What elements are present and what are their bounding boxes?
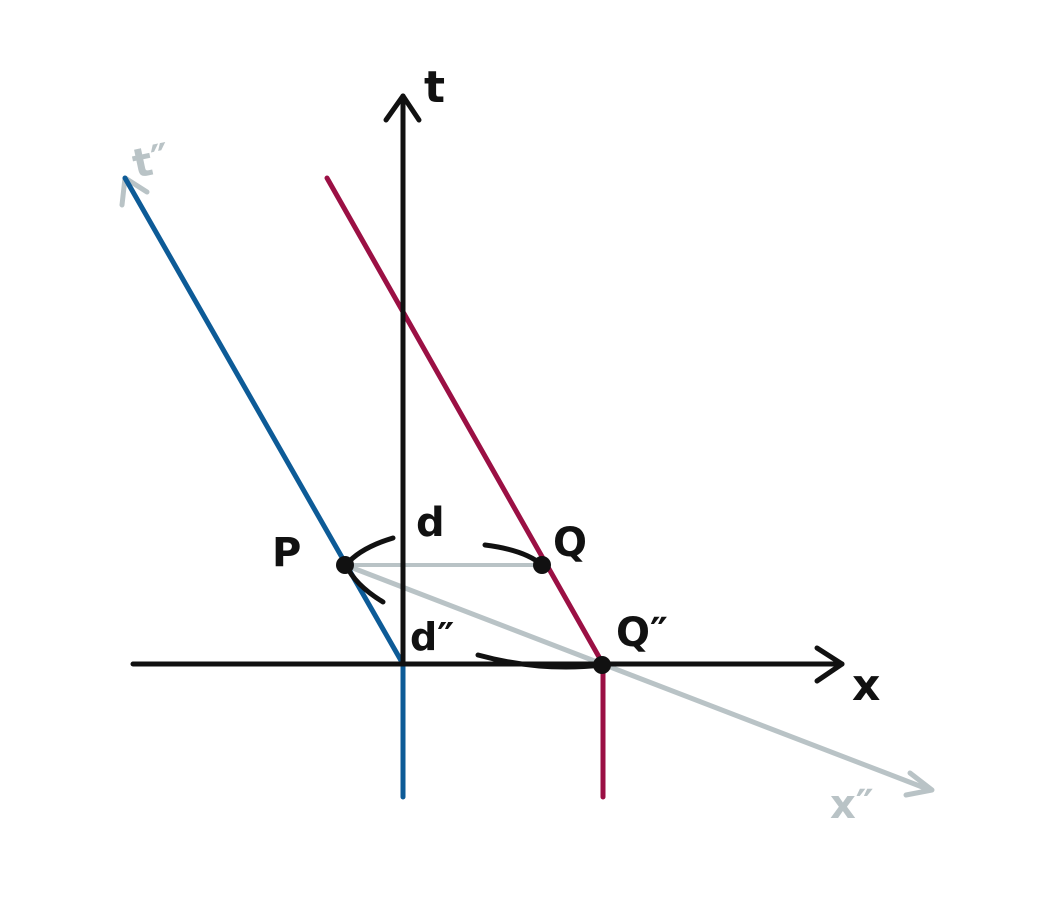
x-axis-arrowhead <box>814 645 845 684</box>
t-axis-arrowhead <box>383 93 422 123</box>
x-prime-axis-label: x″ <box>830 782 874 828</box>
distance-d-label: d <box>416 500 445 546</box>
point-Q-prime <box>593 656 611 674</box>
distance-d-prime-label: d″ <box>410 615 454 659</box>
worldline-Q <box>324 175 606 800</box>
point-Q-label: Q <box>553 520 587 566</box>
x-axis-label: x <box>852 660 880 711</box>
point-Q-prime-label: Q″ <box>616 610 668 656</box>
x-prime-axis <box>342 562 933 793</box>
distance-arc-d-right <box>482 542 545 568</box>
point-P-label: P <box>272 530 301 576</box>
x-prime-axis-arrowhead <box>903 770 935 798</box>
point-P <box>336 556 354 574</box>
t-axis-label: t <box>424 62 445 113</box>
distance-arc-d-prime <box>475 652 605 670</box>
t-prime-axis-label: t″ <box>129 135 175 188</box>
point-Q <box>533 556 551 574</box>
worldline-P <box>122 175 406 800</box>
